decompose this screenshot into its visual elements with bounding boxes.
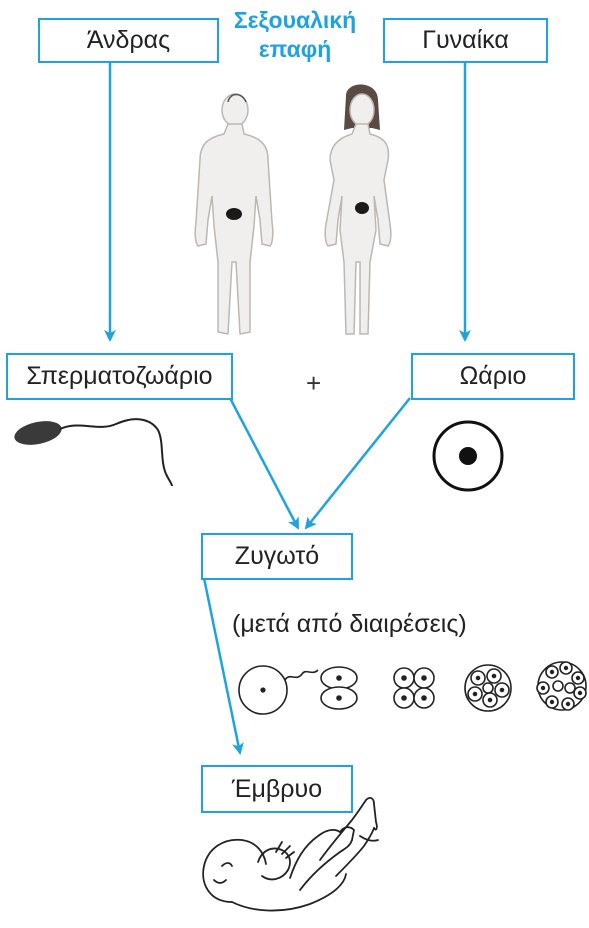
arrow-zygote-to-embryo [204, 578, 240, 753]
embryo-box: Έμβρυο [201, 765, 353, 813]
egg-cell-icon [434, 422, 502, 490]
zygote-box: Ζυγωτό [201, 533, 353, 580]
woman-figure-icon [325, 84, 391, 334]
woman-box: Γυναίκα [383, 18, 548, 63]
arrow-sperm-to-zygote [230, 398, 298, 528]
division-note: (μετά από διαιρέσεις) [232, 610, 467, 639]
diagram-title: Σεξουαλική επαφή [200, 6, 390, 64]
man-figure-icon [195, 94, 273, 334]
title-line-1: Σεξουαλική [200, 6, 390, 35]
sperm-box: Σπερματοζωάριο [6, 353, 233, 400]
man-box: Άνδρας [38, 18, 219, 63]
sperm-cell-icon [12, 417, 172, 486]
cell-division-stages-icon [239, 662, 586, 714]
plus-sign: + [306, 368, 321, 399]
egg-box: Ωάριο [411, 353, 575, 400]
arrow-egg-to-zygote [306, 398, 410, 528]
fetus-icon [203, 798, 378, 911]
title-line-2: επαφή [200, 35, 390, 64]
